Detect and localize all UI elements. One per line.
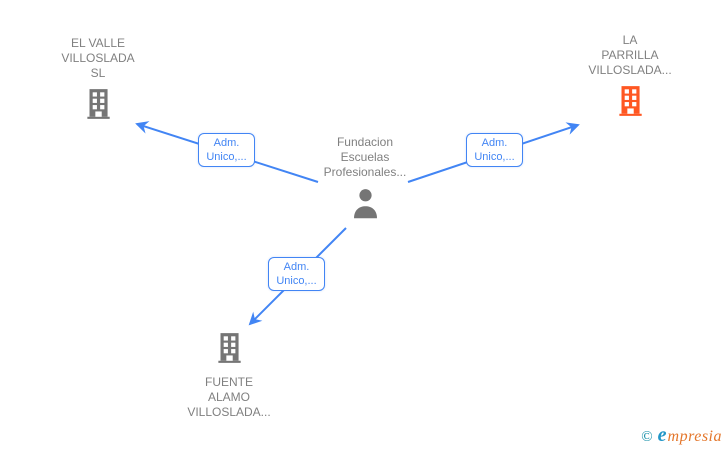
edge-label-line: Unico,... — [474, 151, 515, 163]
edge-label-line: Unico,... — [276, 275, 317, 287]
node-label-line: ALAMO — [207, 390, 250, 404]
node-label-line: Escuelas — [340, 150, 390, 164]
node-label-line: VILLOSLADA... — [187, 405, 271, 419]
edge-label-adm-unico-fuente-alamo[interactable]: Adm. Unico,... — [268, 257, 325, 291]
node-label-line: VILLOSLADA — [61, 51, 135, 65]
node-label-line: SL — [90, 66, 106, 80]
empresia-logo[interactable]: © e mpresia — [641, 424, 722, 447]
edge-label-line: Adm. — [481, 137, 508, 149]
edge-label-line: Unico,... — [206, 151, 247, 163]
building-icon — [81, 87, 115, 125]
node-label: Fundacion Escuelas Profesionales... — [324, 135, 407, 180]
node-fundacion-escuelas[interactable]: Fundacion Escuelas Profesionales... — [295, 135, 435, 225]
building-icon — [212, 331, 246, 369]
node-label-line: LA — [622, 33, 638, 47]
edge-label-adm-unico-la-parrilla[interactable]: Adm. Unico,... — [466, 133, 523, 167]
node-label-line: Fundacion — [336, 135, 394, 149]
edge-label-adm-unico-el-valle[interactable]: Adm. Unico,... — [198, 133, 255, 167]
brand-name: mpresia — [667, 428, 722, 445]
building-icon — [613, 84, 647, 122]
node-label: EL VALLE VILLOSLADA SL — [61, 36, 134, 81]
node-label: LA PARRILLA VILLOSLADA... — [588, 33, 671, 78]
edge-label-line: Adm. — [283, 261, 310, 273]
node-la-parrilla-villoslada[interactable]: LA PARRILLA VILLOSLADA... — [565, 33, 695, 122]
node-label-line: FUENTE — [205, 375, 253, 389]
node-fuente-alamo-villoslada[interactable]: FUENTE ALAMO VILLOSLADA... — [164, 331, 294, 420]
person-icon — [348, 186, 383, 225]
brand-initial: e — [657, 424, 667, 446]
edge-label-line: Adm. — [213, 137, 240, 149]
node-label: FUENTE ALAMO VILLOSLADA... — [187, 375, 270, 420]
copyright-icon: © — [641, 429, 653, 445]
node-label-line: VILLOSLADA... — [588, 63, 672, 77]
node-label-line: PARRILLA — [601, 48, 659, 62]
node-el-valle-villoslada[interactable]: EL VALLE VILLOSLADA SL — [38, 36, 158, 125]
node-label-line: EL VALLE — [70, 36, 126, 50]
node-label-line: Profesionales... — [323, 165, 407, 179]
